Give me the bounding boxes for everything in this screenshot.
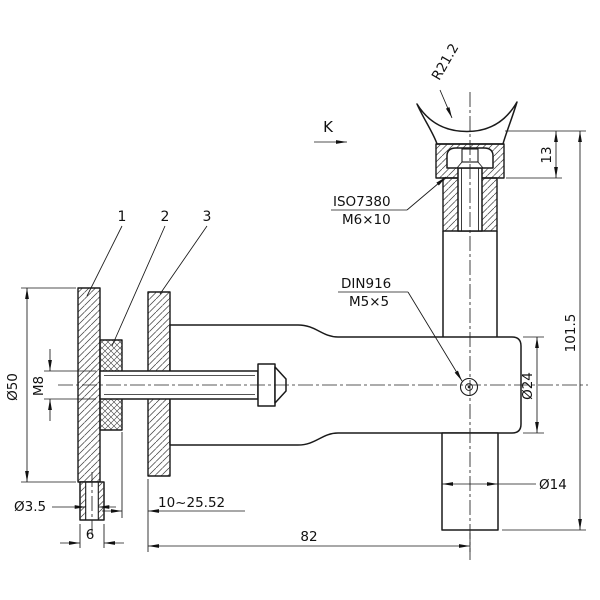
bracket-arm bbox=[169, 324, 522, 446]
top-screw-standard-label: ISO7380 bbox=[333, 194, 391, 210]
arm-outline bbox=[169, 324, 522, 446]
clamp-diameter-label: Ø50 bbox=[5, 373, 21, 401]
part-number-1: 1 bbox=[118, 209, 127, 225]
overall-height-label: 101.5 bbox=[563, 314, 579, 353]
arm-length-label: 82 bbox=[300, 529, 317, 545]
stem-wall-right bbox=[98, 482, 104, 520]
set-screw-inner-circle bbox=[465, 383, 473, 391]
bolt-thread-lines bbox=[104, 375, 255, 395]
vertical-post bbox=[442, 231, 498, 337]
radius-leader bbox=[439, 89, 453, 119]
radius-label: R21.2 bbox=[429, 41, 463, 83]
screw-thread-lines bbox=[461, 168, 479, 231]
top-screw-size-label: M6×10 bbox=[342, 212, 391, 228]
iso-note-leader bbox=[406, 176, 447, 211]
stem-width-label: 6 bbox=[86, 527, 95, 543]
post-outline bbox=[442, 231, 498, 337]
socket-chamfer-lines bbox=[456, 161, 484, 169]
din-note-leader bbox=[407, 291, 463, 382]
saddle-profile bbox=[416, 101, 518, 145]
handrail-saddle bbox=[416, 101, 518, 145]
bolt-thread-label: M8 bbox=[31, 376, 47, 396]
arm-diameter-label: Ø24 bbox=[520, 372, 536, 400]
stem-wall-left bbox=[80, 482, 86, 520]
centerlines bbox=[58, 92, 588, 560]
part-number-3: 3 bbox=[203, 209, 212, 225]
glass-range-label: 10~25.52 bbox=[158, 495, 225, 511]
part-number-2: 2 bbox=[161, 209, 170, 225]
stem-hole-diameter-label: Ø3.5 bbox=[14, 499, 46, 515]
lower-post-diameter-label: Ø14 bbox=[539, 477, 567, 493]
saddle-height-label: 13 bbox=[539, 146, 555, 163]
view-k-label: K bbox=[323, 118, 334, 136]
part-number-leaders bbox=[86, 225, 208, 347]
set-screw-size-label: M5×5 bbox=[349, 294, 389, 310]
dimension-lines bbox=[21, 89, 586, 552]
set-screw-standard-label: DIN916 bbox=[341, 276, 391, 292]
set-screw bbox=[459, 377, 479, 397]
stem-hole-lines bbox=[85, 482, 99, 520]
labels: R21.2 K ISO7380 M6×10 DIN916 M5×5 1 2 3 … bbox=[5, 41, 579, 545]
